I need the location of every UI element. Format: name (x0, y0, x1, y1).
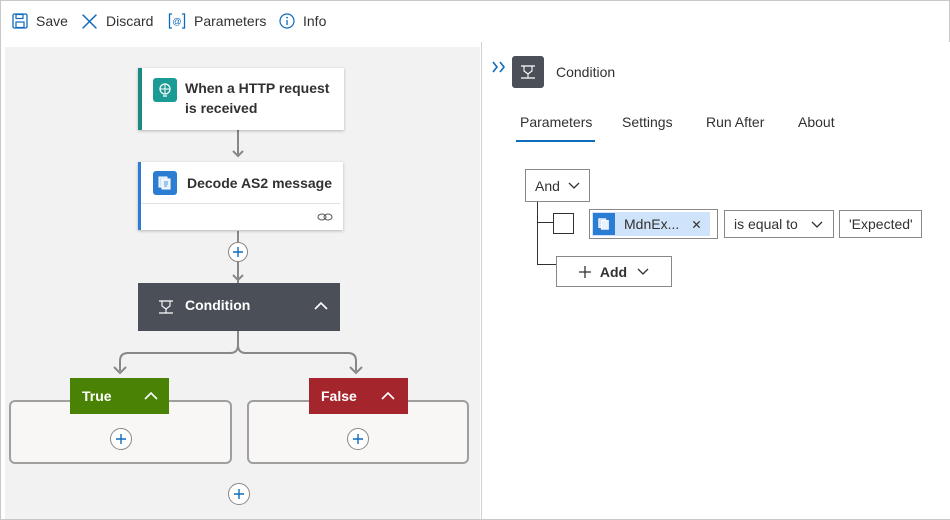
chevron-up-icon[interactable] (380, 390, 396, 402)
chevron-up-icon[interactable] (313, 300, 329, 312)
http-globe-icon (153, 78, 177, 102)
tree-line (537, 202, 538, 265)
tab-parameters[interactable]: Parameters (520, 114, 593, 130)
as2-document-icon (153, 171, 177, 195)
close-icon (82, 13, 97, 29)
operator-dropdown[interactable]: is equal to (724, 210, 834, 238)
link-icon (317, 213, 333, 221)
plus-icon (578, 265, 591, 278)
condition-header[interactable]: Condition (138, 283, 340, 331)
add-row-button[interactable]: Add (556, 256, 672, 287)
add-label: Add (599, 263, 628, 280)
info-button[interactable]: Info (279, 10, 326, 32)
false-branch-label: False (321, 388, 357, 404)
info-icon (279, 13, 295, 29)
row-checkbox[interactable] (553, 213, 574, 234)
condition-icon (512, 56, 544, 88)
chevron-down-icon (568, 182, 580, 189)
save-label: Save (36, 13, 68, 29)
double-chevron-right-icon[interactable] (491, 60, 507, 74)
toolbar: Save Discard @ Parameters Info (0, 0, 950, 42)
panel-title: Condition (556, 64, 616, 80)
arrow-down-icon (232, 274, 244, 282)
trigger-title: When a HTTP request is received (185, 80, 330, 116)
trigger-card[interactable]: When a HTTP request is received (138, 68, 344, 130)
active-tab-indicator (516, 140, 595, 142)
save-icon (12, 13, 28, 29)
plus-icon (233, 247, 243, 257)
decode-title: Decode AS2 message (187, 175, 332, 191)
plus-icon (116, 434, 126, 444)
plus-icon (353, 434, 363, 444)
tab-run-after[interactable]: Run After (706, 114, 765, 130)
save-button[interactable]: Save (12, 10, 68, 32)
true-branch-label: True (82, 388, 112, 404)
add-step-button[interactable] (228, 483, 250, 505)
group-operator-dropdown[interactable]: And (525, 169, 590, 202)
right-operand-field[interactable]: 'Expected' (839, 210, 922, 238)
discard-label: Discard (106, 13, 154, 29)
dynamic-content-token[interactable]: MdnEx... (592, 212, 710, 236)
discard-button[interactable]: Discard (81, 10, 153, 32)
condition-icon (159, 300, 173, 314)
parameters-button[interactable]: @ Parameters (168, 10, 266, 32)
parameters-icon: @ (168, 13, 186, 29)
condition-title: Condition (185, 297, 251, 313)
as2-document-icon (593, 213, 615, 235)
chevron-down-icon (637, 268, 649, 275)
tree-line (537, 222, 553, 223)
tree-line (537, 264, 557, 265)
decode-card[interactable]: Decode AS2 message (138, 162, 343, 230)
details-panel: Condition Parameters Settings Run After … (481, 42, 950, 519)
left-operand-field[interactable]: MdnEx... (589, 209, 718, 239)
chevron-down-icon (811, 221, 823, 228)
true-add-action-button[interactable] (110, 428, 132, 450)
card-divider (141, 203, 340, 204)
tab-settings[interactable]: Settings (622, 114, 673, 130)
tab-about[interactable]: About (798, 114, 835, 130)
chevron-up-icon[interactable] (143, 390, 159, 402)
true-branch-header[interactable]: True (70, 378, 169, 414)
parameters-label: Parameters (194, 13, 267, 29)
right-operand-value: 'Expected' (849, 216, 913, 232)
group-operator-value: And (535, 177, 560, 194)
connector (237, 130, 239, 156)
branch-connector (113, 331, 363, 375)
designer-canvas[interactable]: When a HTTP request is received Decode A… (5, 47, 480, 519)
false-branch-header[interactable]: False (309, 378, 408, 414)
arrow-down-icon (232, 150, 244, 158)
remove-token-icon[interactable] (692, 220, 701, 229)
insert-step-button[interactable] (228, 242, 248, 262)
operator-value: is equal to (734, 216, 798, 232)
svg-text:@: @ (172, 17, 181, 27)
plus-icon (234, 489, 244, 499)
token-label: MdnEx... (624, 216, 680, 232)
info-label: Info (303, 13, 327, 29)
false-add-action-button[interactable] (347, 428, 369, 450)
